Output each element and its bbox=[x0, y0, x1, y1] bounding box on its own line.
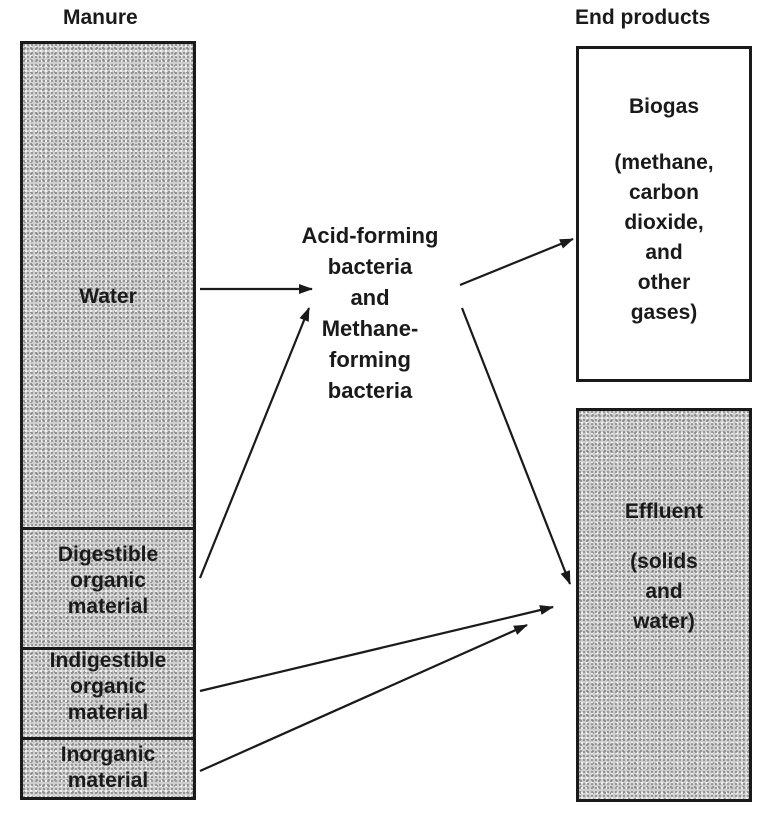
divider-digestible-indigestible bbox=[23, 647, 193, 650]
biogas-detail-4: and bbox=[645, 241, 683, 264]
biogas-title: Biogas bbox=[628, 95, 699, 118]
divider-indigestible-inorganic bbox=[23, 737, 193, 740]
effluent-detail-3: water) bbox=[633, 610, 695, 633]
digestible-line-1: Digestible bbox=[57, 543, 159, 566]
divider-water-digestible bbox=[23, 527, 193, 530]
effluent-detail-1: (solids bbox=[630, 550, 698, 573]
biogas-detail-5: other bbox=[637, 271, 691, 294]
inorganic-line-1: Inorganic bbox=[60, 743, 156, 766]
manure-column bbox=[20, 41, 196, 800]
biogas-detail-1: (methane, bbox=[614, 151, 714, 174]
inorganic-line-2: material bbox=[67, 769, 149, 792]
arrow-inorganic-to-effluent bbox=[199, 623, 528, 773]
bacteria-line-4: Methane- bbox=[321, 316, 419, 341]
bacteria-line-2: bacteria bbox=[327, 254, 413, 279]
inorganic-material-label: Inorganic material bbox=[20, 742, 196, 794]
biogas-detail-3: dioxide, bbox=[624, 211, 704, 234]
effluent-box bbox=[576, 408, 752, 802]
effluent-title: Effluent bbox=[624, 500, 704, 523]
bacteria-line-1: Acid-forming bbox=[301, 223, 439, 248]
digestible-organic-material-label: Digestible organic material bbox=[20, 542, 196, 620]
bacteria-line-5: forming bbox=[329, 347, 411, 372]
indigestible-line-1: Indigestible bbox=[49, 649, 167, 672]
indigestible-line-2: organic bbox=[70, 675, 146, 698]
digestible-line-3: material bbox=[67, 595, 149, 618]
bacteria-line-6: bacteria bbox=[327, 378, 413, 403]
biogas-detail-6: gases) bbox=[630, 301, 698, 324]
bacteria-label: Acid-forming bacteria and Methane- formi… bbox=[270, 220, 470, 406]
biogas-detail-2: carbon bbox=[628, 181, 699, 204]
effluent-detail-2: and bbox=[645, 580, 683, 603]
end-products-heading: End products bbox=[575, 6, 711, 29]
water-text: Water bbox=[79, 285, 137, 308]
arrow-bacteria-to-effluent bbox=[460, 307, 572, 585]
arrow-bacteria-to-biogas bbox=[459, 237, 574, 287]
arrow-indigestible-to-effluent bbox=[199, 605, 554, 693]
biogas-box bbox=[576, 46, 752, 382]
biogas-label: Biogas (methane, carbon dioxide, and oth… bbox=[576, 92, 752, 328]
indigestible-line-3: material bbox=[67, 701, 149, 724]
effluent-label: Effluent (solids and water) bbox=[576, 497, 752, 637]
digestible-line-2: organic bbox=[70, 569, 146, 592]
water-label: Water bbox=[20, 284, 196, 310]
arrow-digestible-to-bacteria bbox=[198, 307, 311, 579]
bacteria-line-3: and bbox=[350, 285, 390, 310]
manure-heading: Manure bbox=[63, 6, 138, 29]
indigestible-organic-material-label: Indigestible organic material bbox=[20, 648, 196, 726]
